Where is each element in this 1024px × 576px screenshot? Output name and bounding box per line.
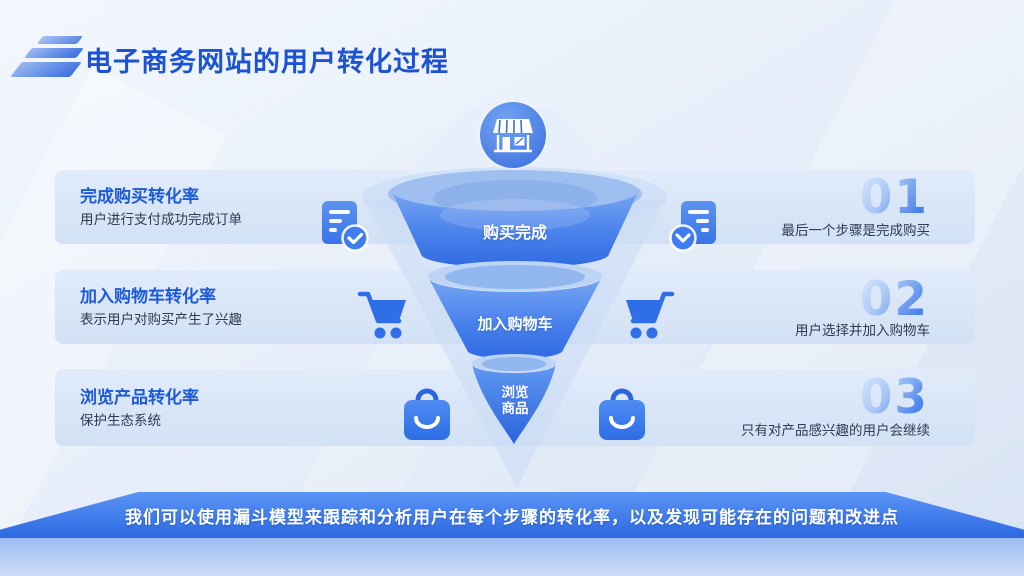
row3-left-title: 浏览产品转化率: [80, 388, 199, 408]
funnel-stage-3-label: 浏览 商品: [465, 385, 565, 417]
row2-left-desc: 表示用户对购买产生了兴趣: [80, 312, 242, 328]
row2-right-desc: 用户选择并加入购物车: [795, 323, 930, 339]
logo-bar: [10, 62, 82, 77]
row1-left-desc: 用户进行支付成功完成订单: [80, 212, 242, 228]
step-number-3: 03: [859, 370, 929, 425]
funnel-stage-3-line1: 浏览: [501, 385, 529, 401]
row2-left-title: 加入购物车转化率: [80, 287, 216, 307]
document-check-icon: [314, 197, 372, 259]
slide-logo-icon: [6, 30, 90, 92]
step-number-1: 01: [859, 170, 929, 225]
footer-banner-text: 我们可以使用漏斗模型来跟踪和分析用户在每个步骤的转化率，以及发现可能存在的问题和…: [125, 507, 899, 528]
row1-right-desc: 最后一个步骤是完成购买: [781, 223, 931, 239]
logo-bar: [24, 48, 84, 58]
row3-right-desc: 只有对产品感兴趣的用户会继续: [741, 423, 930, 439]
document-chevron-icon: [666, 197, 724, 259]
funnel-stage-2-label: 加入购物车: [477, 315, 553, 333]
funnel-stage-1-label: 购买完成: [482, 223, 547, 242]
page-title: 电子商务网站的用户转化过程: [85, 47, 449, 78]
cart-icon-mirrored: [619, 287, 679, 351]
footer-platform-front: [0, 538, 1024, 576]
step-number-2: 02: [859, 272, 929, 327]
funnel-stage-3-line2: 商品: [501, 401, 529, 417]
shopping-bag-icon: [594, 384, 650, 452]
footer-banner: 我们可以使用漏斗模型来跟踪和分析用户在每个步骤的转化率，以及发现可能存在的问题和…: [0, 492, 1024, 538]
row1-left-title: 完成购买转化率: [80, 187, 199, 207]
cart-icon: [353, 287, 413, 351]
logo-bar: [36, 36, 84, 44]
row3-left-desc: 保护生态系统: [80, 413, 161, 429]
shopping-bag-icon: [399, 384, 455, 452]
